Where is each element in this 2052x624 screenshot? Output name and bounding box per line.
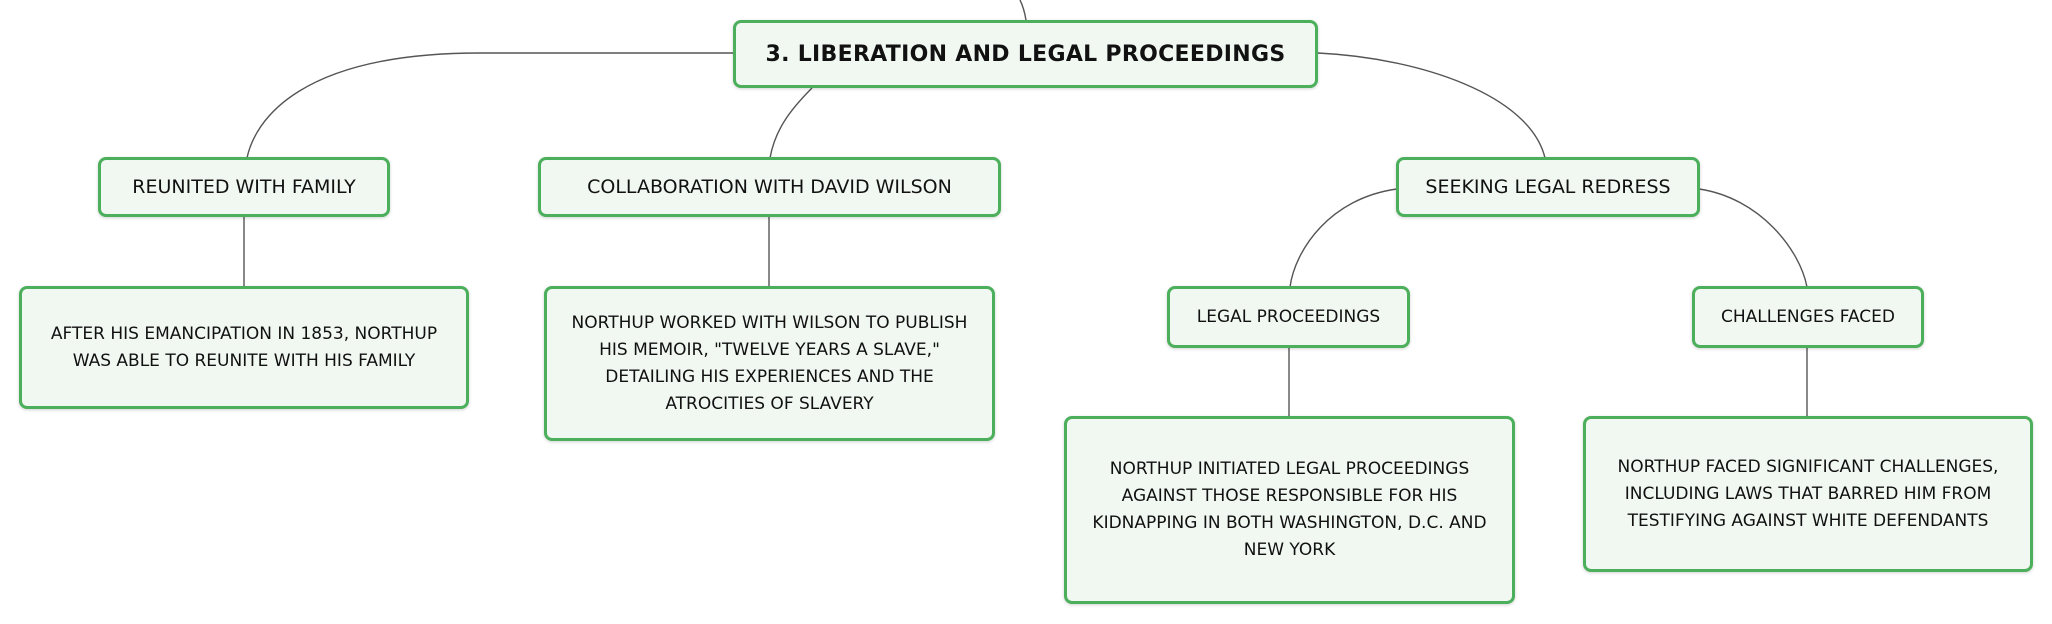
root-topic-label: 3. LIBERATION AND LEGAL PROCEEDINGS: [765, 41, 1286, 67]
topic-challenges-faced[interactable]: CHALLENGES FACED: [1692, 286, 1924, 348]
detail-text: NORTHUP FACED SIGNIFICANT CHALLENGES, IN…: [1617, 456, 1999, 531]
connector-root-to-wilson: [769, 87, 813, 159]
topic-label: COLLABORATION WITH DAVID WILSON: [587, 176, 952, 198]
detail-challenges-faced[interactable]: NORTHUP FACED SIGNIFICANT CHALLENGES, IN…: [1583, 416, 2033, 572]
detail-text: AFTER HIS EMANCIPATION IN 1853, NORTHUP …: [50, 323, 438, 371]
topic-legal-proceedings[interactable]: LEGAL PROCEEDINGS: [1167, 286, 1410, 348]
detail-text: NORTHUP WORKED WITH WILSON TO PUBLISH HI…: [571, 312, 968, 414]
root-topic-node[interactable]: 3. LIBERATION AND LEGAL PROCEEDINGS: [733, 20, 1318, 88]
connector-root-to-family: [246, 52, 735, 159]
topic-seeking-legal-redress[interactable]: SEEKING LEGAL REDRESS: [1396, 157, 1700, 217]
connector-redress-to-challenges: [1698, 188, 1808, 288]
detail-reunited-with-family[interactable]: AFTER HIS EMANCIPATION IN 1853, NORTHUP …: [19, 286, 469, 409]
topic-collaboration-with-david-wilson[interactable]: COLLABORATION WITH DAVID WILSON: [538, 157, 1001, 217]
detail-legal-proceedings[interactable]: NORTHUP INITIATED LEGAL PROCEEDINGS AGAI…: [1064, 416, 1515, 604]
connector-redress-to-proceedings: [1289, 188, 1398, 288]
topic-label: SEEKING LEGAL REDRESS: [1425, 176, 1671, 198]
connector-root-to-redress: [1317, 52, 1546, 159]
detail-text: NORTHUP INITIATED LEGAL PROCEEDINGS AGAI…: [1092, 459, 1487, 560]
detail-collaboration-with-david-wilson[interactable]: NORTHUP WORKED WITH WILSON TO PUBLISH HI…: [544, 286, 995, 441]
topic-reunited-with-family[interactable]: REUNITED WITH FAMILY: [98, 157, 390, 217]
topic-label: REUNITED WITH FAMILY: [132, 176, 356, 198]
connector-parent-to-root: [1019, 0, 1027, 21]
topic-label: LEGAL PROCEEDINGS: [1196, 307, 1381, 327]
topic-label: CHALLENGES FACED: [1720, 307, 1896, 327]
